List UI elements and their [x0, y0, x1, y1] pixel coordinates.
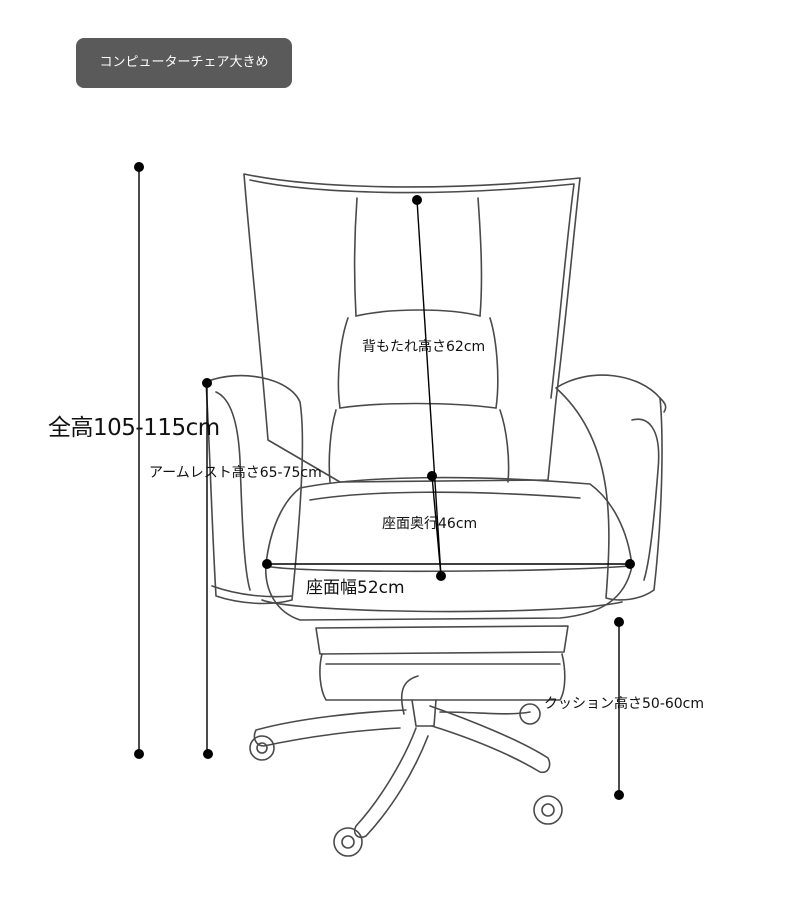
cushion-height-label: クッション高さ50-60cm — [544, 696, 705, 712]
seat-depth-label: 座面奥行46cm — [382, 516, 478, 532]
measurement-lines — [138, 167, 630, 795]
backrest-height-line — [416, 199, 442, 577]
backrest-top-dot — [412, 195, 422, 205]
seat-depth-line — [431, 475, 442, 577]
backrest-height-label: 背もたれ高さ62cm — [362, 339, 486, 355]
seat-width-left-dot — [262, 559, 272, 569]
seat-width-label: 座面幅52cm — [306, 578, 405, 598]
product-title-badge: コンピューターチェア大きめ — [76, 38, 292, 88]
chair-outline — [205, 173, 667, 857]
seat-depth-dot — [436, 571, 446, 581]
total-height-bottom-dot — [134, 749, 144, 759]
total-height-top-dot — [134, 162, 144, 172]
armrest-height-label: アームレスト高さ65-75cm — [149, 465, 322, 481]
total-height-label: 全高105-115cm — [48, 415, 220, 441]
cushion-bottom-dot — [614, 790, 624, 800]
measurement-dots — [134, 162, 635, 800]
backrest-bottom-dot — [427, 471, 437, 481]
cushion-top-dot — [614, 617, 624, 627]
armrest-bottom-dot — [203, 749, 213, 759]
seat-width-right-dot — [625, 559, 635, 569]
armrest-top-dot — [202, 378, 212, 388]
